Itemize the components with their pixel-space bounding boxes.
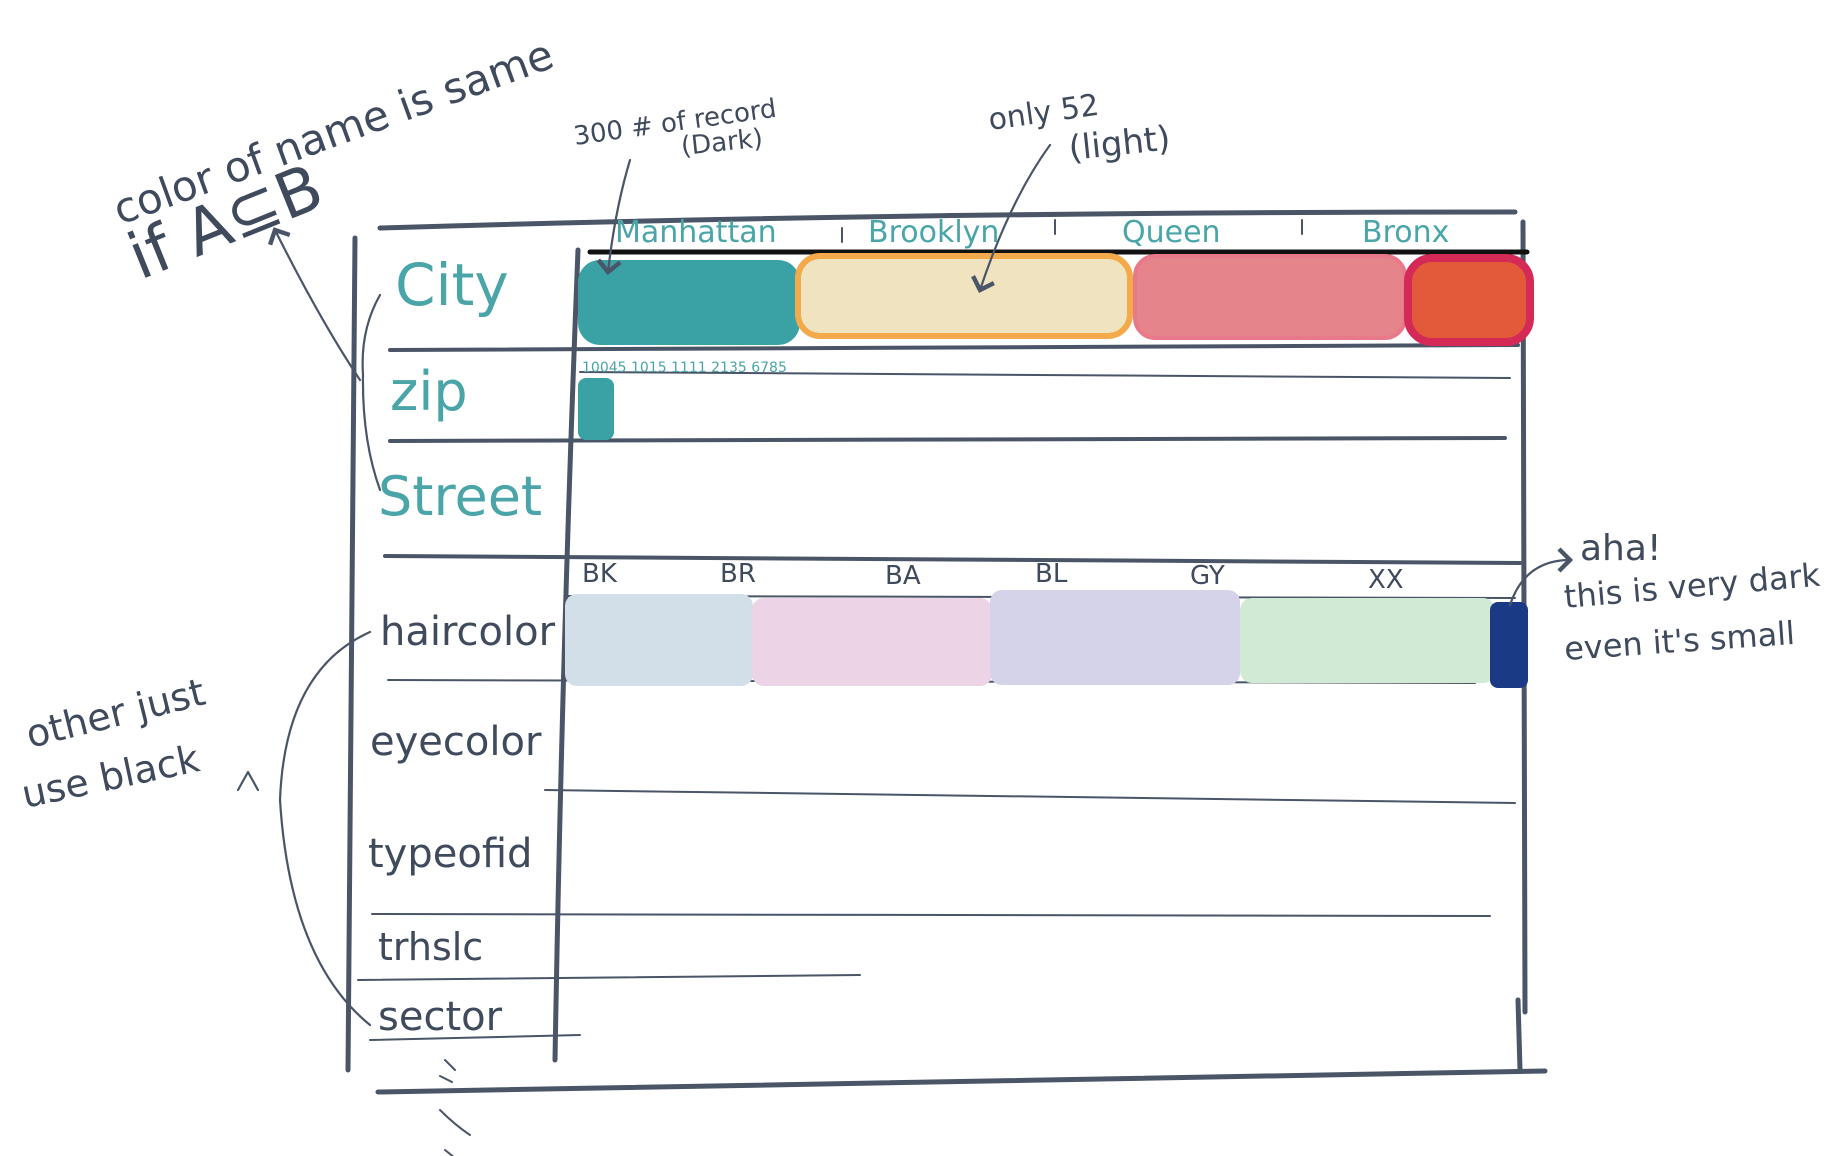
- row-label-street: Street: [378, 465, 542, 528]
- row-label-trhslc: trhslc: [378, 925, 483, 969]
- city-label-queen: Queen: [1122, 215, 1221, 250]
- bar-zip: [578, 378, 614, 440]
- bar-manhattan: [578, 260, 800, 345]
- hair-label-bk: BK: [582, 559, 618, 589]
- city-separators: [841, 219, 1303, 243]
- bar-hair-gy: [1240, 598, 1495, 683]
- haircolor-value-labels: BK BR BA BL GY XX: [582, 559, 1404, 595]
- city-value-labels: Manhattan Brooklyn Queen Bronx: [615, 215, 1449, 250]
- bar-hair-bk: [565, 594, 753, 686]
- hair-label-bl: BL: [1035, 559, 1068, 589]
- row-label-typeofid: typeofid: [368, 831, 532, 877]
- arrow-other-note: [236, 770, 260, 792]
- hair-label-ba: BA: [885, 561, 921, 591]
- arrow-city-zip-to-note: [267, 227, 362, 382]
- hair-label-br: BR: [720, 559, 756, 589]
- arrow-hair-xx-to-aha: [1508, 547, 1574, 607]
- annotation-arrows: [236, 143, 1574, 1156]
- haircolor-bars: [565, 590, 1528, 688]
- note-only-light: (light): [1067, 119, 1173, 169]
- bar-bronx: [1404, 254, 1534, 346]
- note-aha: aha!: [1580, 528, 1661, 569]
- row-label-sector: sector: [378, 994, 503, 1040]
- city-bars: [578, 253, 1534, 346]
- row-label-city: City: [395, 251, 509, 319]
- row-label-zip: zip: [390, 360, 468, 423]
- row-label-eyecolor: eyecolor: [370, 719, 542, 765]
- hair-label-gy: GY: [1190, 561, 1225, 591]
- row-label-haircolor: haircolor: [380, 609, 556, 655]
- bar-queen: [1133, 254, 1407, 340]
- arrow-record-to-manhattan: [596, 158, 632, 276]
- bar-brooklyn: [795, 253, 1133, 339]
- bar-hair-br: [752, 598, 992, 686]
- arrow-only-to-brooklyn: [971, 143, 1052, 293]
- city-label-bronx: Bronx: [1362, 215, 1449, 250]
- zip-tick-labels: 10045 1015 1111 2135 6785: [582, 360, 787, 376]
- city-label-manhattan: Manhattan: [615, 215, 777, 250]
- hair-label-xx: XX: [1368, 565, 1404, 595]
- city-label-brooklyn: Brooklyn: [868, 215, 999, 250]
- bar-hair-ba: [990, 590, 1240, 685]
- bar-hair-xx: [1490, 602, 1528, 688]
- note-very-dark-line2: even it's small: [1563, 614, 1796, 668]
